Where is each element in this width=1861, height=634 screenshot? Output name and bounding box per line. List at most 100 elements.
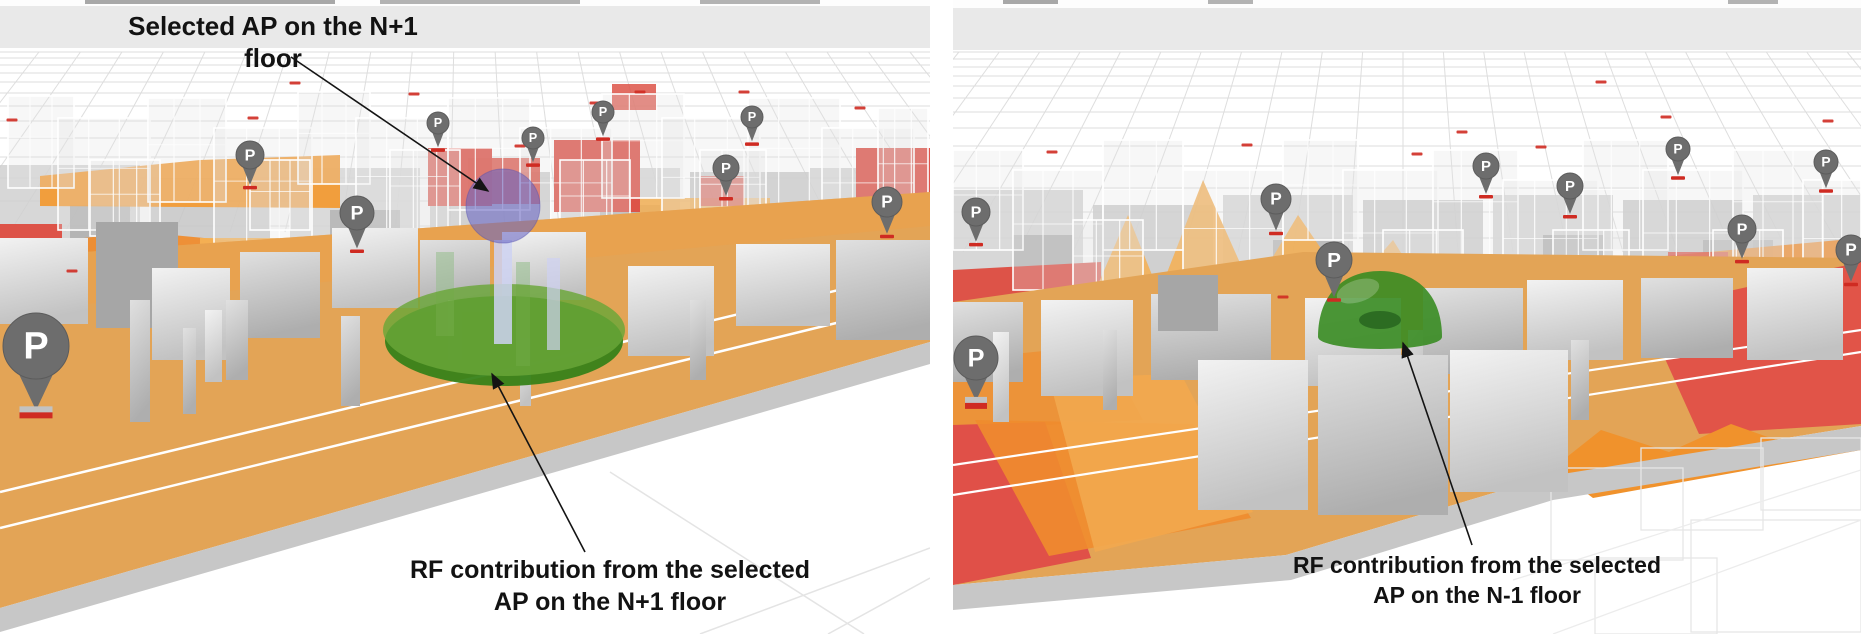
wall-panel bbox=[1198, 360, 1308, 510]
wall-panel bbox=[1747, 268, 1843, 360]
rf-objects bbox=[383, 168, 625, 386]
ap-pin[interactable]: P bbox=[740, 105, 764, 146]
ap-pin-label: P bbox=[1270, 189, 1282, 209]
annotation-arrows bbox=[290, 56, 586, 553]
ceiling-ap-marker bbox=[634, 90, 646, 94]
column bbox=[547, 258, 560, 350]
ceiling-ap-marker bbox=[1456, 130, 1468, 134]
ceiling-ap-marker bbox=[1822, 119, 1834, 123]
wall-panel bbox=[1571, 340, 1589, 420]
top-edge-mark bbox=[85, 0, 335, 4]
ap-pin[interactable]: P bbox=[591, 100, 615, 141]
wall-panel bbox=[240, 252, 320, 338]
interior-walls bbox=[953, 268, 1843, 515]
ap-pin-label: P bbox=[1565, 178, 1575, 195]
wall-panel bbox=[1103, 330, 1117, 410]
floor-slab-edge bbox=[953, 426, 1861, 610]
ceiling-ap-marker bbox=[514, 144, 526, 148]
ap-pin[interactable]: P bbox=[1665, 136, 1691, 180]
ap-pin-label: P bbox=[1845, 240, 1857, 260]
ap-pin-label: P bbox=[1737, 220, 1748, 238]
ap-pin[interactable]: P bbox=[712, 154, 740, 201]
top-edge-mark bbox=[1728, 0, 1778, 4]
wall-panel bbox=[1041, 300, 1133, 396]
dome-inner-shadow bbox=[1359, 311, 1401, 329]
ap-pin[interactable]: P bbox=[1315, 241, 1353, 302]
ap-pins: P P P P P P P P P bbox=[2, 100, 903, 419]
arrow-rf-contribution bbox=[491, 372, 586, 553]
left-view-n-plus-1: P P P P P P P P P Selected AP on the N+1 floor R… bbox=[0, 0, 930, 634]
wall-panel bbox=[332, 228, 418, 308]
annotation-rf-right-line2: AP on the N-1 floor bbox=[1373, 582, 1581, 608]
ceiling-ap-marker bbox=[247, 116, 259, 120]
ceiling-ap-markers bbox=[1046, 80, 1834, 299]
ap-pin-label: P bbox=[1821, 155, 1830, 170]
ceiling-ap-marker bbox=[408, 92, 420, 96]
wall-panel bbox=[226, 300, 248, 380]
ap-pin-label: P bbox=[748, 110, 756, 124]
ceiling-ap-marker bbox=[1241, 143, 1253, 147]
ap-pin[interactable]: P bbox=[1813, 149, 1839, 193]
annotation-rf-right-line1: RF contribution from the selected bbox=[1292, 552, 1662, 578]
wall-panel bbox=[993, 332, 1009, 422]
ap-pin[interactable]: P bbox=[1835, 234, 1861, 287]
wall-panel bbox=[1450, 350, 1568, 492]
ap-pin[interactable]: P bbox=[961, 197, 991, 247]
rf-objects bbox=[1318, 271, 1442, 349]
ceiling-ap-marker bbox=[1660, 115, 1672, 119]
ap-pin[interactable]: P bbox=[871, 186, 903, 239]
ap-pin-label: P bbox=[350, 202, 363, 224]
lower-floor-faint-lines bbox=[609, 471, 930, 634]
wall-panel bbox=[341, 316, 360, 406]
annotation-rf-right: RF contribution from the selected AP on … bbox=[1247, 550, 1707, 610]
ceiling-ap-marker bbox=[1277, 295, 1289, 299]
annotation-rf-left: RF contribution from the selected AP on … bbox=[375, 554, 845, 618]
ap-pin[interactable]: P bbox=[1260, 183, 1292, 236]
ap-pin-label: P bbox=[529, 131, 537, 145]
ap-pin[interactable]: P bbox=[235, 140, 265, 190]
ap-pin[interactable]: P bbox=[953, 335, 999, 409]
ceiling-band bbox=[953, 8, 1861, 50]
selected-ap-sphere[interactable] bbox=[465, 168, 541, 244]
top-edge-mark bbox=[380, 0, 580, 4]
column bbox=[494, 240, 512, 344]
ap-pin-label: P bbox=[245, 146, 256, 164]
ceiling-ap-marker bbox=[66, 269, 78, 273]
ap-pin-label: P bbox=[1481, 158, 1491, 175]
ap-pin[interactable]: P bbox=[2, 312, 70, 419]
ap-pin[interactable]: P bbox=[1472, 152, 1500, 199]
ap-pin-label: P bbox=[881, 192, 893, 212]
wall-panel bbox=[130, 300, 150, 422]
3d-viewport-right[interactable]: P P P P P P P P P P bbox=[953, 0, 1861, 634]
ap-pin[interactable]: P bbox=[1727, 214, 1757, 264]
ceiling-ap-marker bbox=[1595, 80, 1607, 84]
ceiling-ap-marker bbox=[289, 81, 301, 85]
ap-pin[interactable]: P bbox=[339, 195, 375, 253]
lower-floor-wireframe bbox=[1512, 437, 1861, 634]
top-edge-mark bbox=[700, 0, 820, 4]
right-view-n-minus-1: P P P P P P P P P P RF contribution from the sele… bbox=[953, 0, 1861, 634]
floor-slab-edge bbox=[0, 342, 930, 632]
ap-pin-label: P bbox=[599, 105, 607, 119]
ceiling-ap-marker bbox=[1411, 152, 1423, 156]
ap-pins: P P P P P P P P P P bbox=[953, 136, 1861, 409]
top-edge-mark bbox=[1003, 0, 1058, 4]
ap-pin[interactable]: P bbox=[521, 126, 545, 167]
annotation-selected-ap: Selected AP on the N+1 floor bbox=[128, 11, 418, 73]
wall-panel bbox=[690, 300, 706, 380]
top-edge-mark bbox=[1208, 0, 1253, 4]
ceiling-band bbox=[0, 6, 930, 48]
ap-pin-label: P bbox=[23, 326, 48, 368]
ap-pin-label: P bbox=[434, 116, 442, 130]
3d-viewport-left[interactable]: P P P P P P P P P bbox=[0, 0, 930, 634]
wall-panel bbox=[0, 238, 88, 324]
ap-pin[interactable]: P bbox=[426, 111, 450, 152]
wall-panel bbox=[1158, 275, 1218, 331]
wall-panel bbox=[1641, 278, 1733, 358]
dome-highlight bbox=[1336, 278, 1380, 304]
top-edge bbox=[953, 0, 1861, 8]
ap-pin-label: P bbox=[968, 344, 985, 372]
wall-panel bbox=[836, 240, 930, 340]
wall-panel bbox=[736, 244, 830, 326]
ap-pin[interactable]: P bbox=[1556, 172, 1584, 219]
